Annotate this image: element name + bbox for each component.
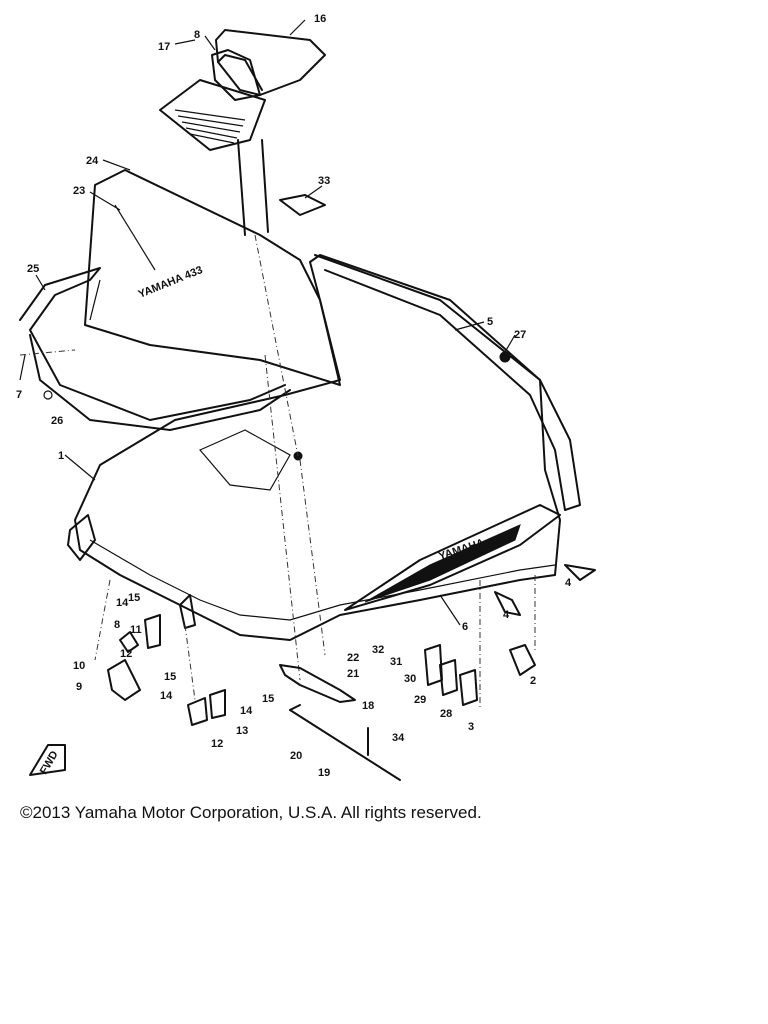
windshield-trim bbox=[19, 267, 291, 431]
callout-32: 32 bbox=[372, 644, 384, 656]
callout-19: 19 bbox=[318, 767, 330, 779]
callout-12-top: 12 bbox=[120, 648, 132, 660]
callout-4-right: 4 bbox=[565, 577, 572, 589]
callout-3: 3 bbox=[468, 721, 474, 733]
callout-16: 16 bbox=[314, 13, 326, 25]
callout-30: 30 bbox=[404, 673, 416, 685]
callout-6: 6 bbox=[462, 621, 468, 633]
fwd-arrow-label: FWD bbox=[38, 749, 61, 777]
callout-10: 10 bbox=[73, 660, 85, 672]
hood-decal-model: 433 bbox=[492, 531, 513, 548]
copyright-notice: ©2013 Yamaha Motor Corporation, U.S.A. A… bbox=[20, 803, 482, 822]
callout-7: 7 bbox=[16, 389, 22, 401]
headlight-assembly bbox=[159, 29, 326, 236]
decal-33 bbox=[279, 194, 326, 216]
windshield-decal: YAMAHA 433 bbox=[137, 264, 205, 301]
callout-numbers: 16 17 8 24 23 33 25 5 27 7 26 1 4 15 14 … bbox=[16, 13, 572, 779]
callout-8: 8 bbox=[114, 619, 120, 631]
callout-15-a: 15 bbox=[128, 592, 140, 604]
callout-23: 23 bbox=[73, 185, 85, 197]
callout-20: 20 bbox=[290, 750, 302, 762]
callout-14-b: 14 bbox=[160, 690, 173, 702]
callout-14-a: 14 bbox=[116, 597, 129, 609]
callout-24: 24 bbox=[86, 155, 99, 167]
hood-body: YAMAHA 433 bbox=[67, 254, 581, 641]
callout-12: 12 bbox=[211, 738, 223, 750]
callout-28: 28 bbox=[440, 708, 452, 720]
callout-13: 13 bbox=[236, 725, 248, 737]
callout-26: 26 bbox=[51, 415, 63, 427]
callout-27: 27 bbox=[514, 329, 526, 341]
callout-9: 9 bbox=[76, 681, 82, 693]
parts-diagram: YAMAHA 433 YAMAHA 433 bbox=[16, 13, 596, 781]
callout-15-b: 15 bbox=[164, 671, 176, 683]
callout-2: 2 bbox=[530, 675, 536, 687]
callout-4: 4 bbox=[503, 609, 510, 621]
callout-22: 22 bbox=[347, 652, 359, 664]
callout-5: 5 bbox=[487, 316, 493, 328]
callout-33: 33 bbox=[318, 175, 330, 187]
callout-25: 25 bbox=[27, 263, 39, 275]
callout-29: 29 bbox=[414, 694, 426, 706]
callout-14-c: 14 bbox=[240, 705, 253, 717]
leader-lines bbox=[19, 19, 516, 626]
callout-31: 31 bbox=[390, 656, 402, 668]
callout-15-c: 15 bbox=[262, 693, 274, 705]
callout-21: 21 bbox=[347, 668, 359, 680]
callout-18: 18 bbox=[362, 700, 374, 712]
callout-34: 34 bbox=[392, 732, 405, 744]
callout-17: 17 bbox=[158, 41, 170, 53]
callout-1: 1 bbox=[58, 450, 64, 462]
callout-11: 11 bbox=[130, 624, 142, 636]
assembly-lines bbox=[19, 234, 536, 710]
hardware-parts: FWD bbox=[29, 351, 596, 781]
windshield: YAMAHA 433 bbox=[84, 169, 341, 386]
callout-8-top: 8 bbox=[194, 29, 200, 41]
